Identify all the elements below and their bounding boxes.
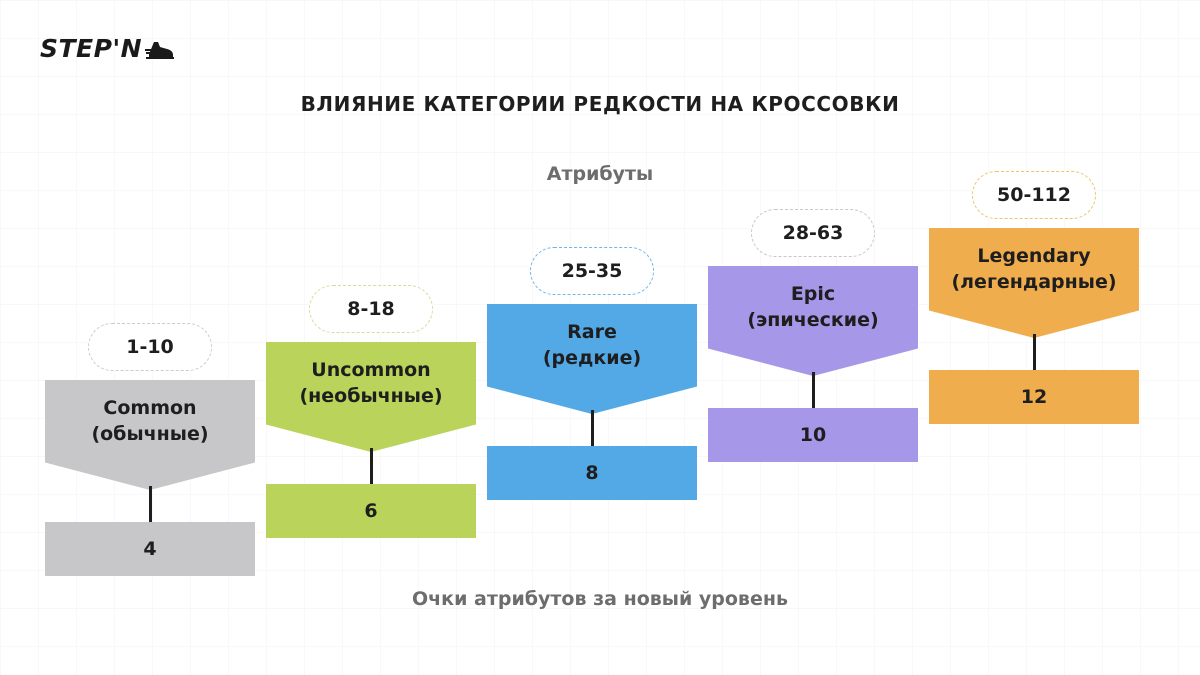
page-title: ВЛИЯНИЕ КАТЕГОРИИ РЕДКОСТИ НА КРОССОВКИ <box>300 92 900 116</box>
category-name-ru: (необычные) <box>299 385 443 407</box>
category-name-ru: (эпические) <box>747 309 879 331</box>
attribute-range-badge-rare: 25-35 <box>530 247 654 295</box>
points-box-rare: 8 <box>487 446 697 500</box>
points-box-epic: 10 <box>708 408 918 462</box>
connector-line <box>590 410 594 446</box>
points-box-uncommon: 6 <box>266 484 476 538</box>
connector-line <box>148 486 152 522</box>
sneaker-icon <box>145 41 175 59</box>
category-name: Rare <box>567 321 617 344</box>
attribute-range-badge-uncommon: 8-18 <box>309 285 433 333</box>
connector-line <box>369 448 373 484</box>
points-box-legendary: 12 <box>929 370 1139 424</box>
category-name-ru: (легендарные) <box>951 271 1117 293</box>
category-box-common: Common (обычные) <box>45 380 255 490</box>
category-name: Uncommon <box>311 359 431 382</box>
category-box-legendary: Legendary (легендарные) <box>929 228 1139 338</box>
connector-line <box>811 372 815 408</box>
category-name-ru: (редкие) <box>542 347 642 369</box>
attributes-label: Атрибуты <box>546 163 654 185</box>
category-box-epic: Epic (эпические) <box>708 266 918 376</box>
category-name-ru: (обычные) <box>91 423 209 445</box>
attribute-range-badge-legendary: 50-112 <box>972 171 1096 219</box>
category-name: Legendary <box>977 245 1091 268</box>
points-box-common: 4 <box>45 522 255 576</box>
stepn-logo: STEP'N <box>40 34 175 63</box>
attribute-range-badge-common: 1-10 <box>88 323 212 371</box>
points-per-level-label: Очки атрибутов за новый уровень <box>411 588 788 610</box>
category-box-uncommon: Uncommon (необычные) <box>266 342 476 452</box>
logo-text: STEP'N <box>40 34 143 63</box>
attribute-range-badge-epic: 28-63 <box>751 209 875 257</box>
connector-line <box>1032 334 1036 370</box>
category-name: Common <box>103 397 197 420</box>
category-box-rare: Rare (редкие) <box>487 304 697 414</box>
category-name: Epic <box>790 283 836 306</box>
